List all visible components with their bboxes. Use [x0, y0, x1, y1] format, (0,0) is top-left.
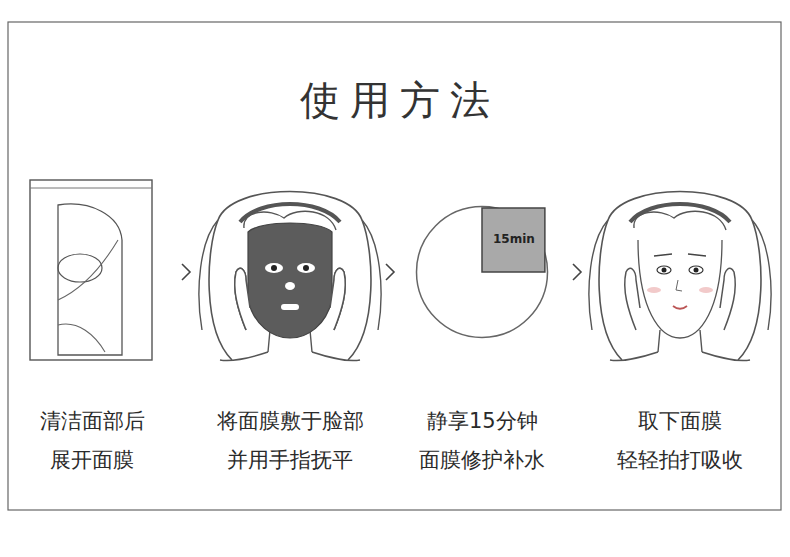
step-caption: 取下面膜	[638, 407, 722, 435]
step-caption: 轻轻拍打吸收	[617, 446, 743, 474]
chevron	[573, 264, 581, 280]
chevron	[182, 264, 190, 280]
woman-with-mask	[199, 192, 381, 361]
timer-circle: 15min	[415, 205, 549, 339]
woman-after	[589, 192, 771, 361]
step-caption: 并用手指抚平	[227, 446, 353, 474]
mask-packet	[30, 180, 152, 360]
step-caption: 面膜修护补水	[419, 446, 545, 474]
timer-label: 15min	[493, 232, 535, 246]
chevron	[386, 264, 394, 280]
page-title: 使用方法	[300, 73, 500, 128]
step-caption: 清洁面部后	[40, 407, 145, 435]
step-caption: 展开面膜	[50, 446, 134, 474]
step-caption: 将面膜敷于脸部	[217, 407, 364, 435]
timer-outline	[415, 205, 549, 339]
step-caption: 静享15分钟	[427, 407, 538, 435]
